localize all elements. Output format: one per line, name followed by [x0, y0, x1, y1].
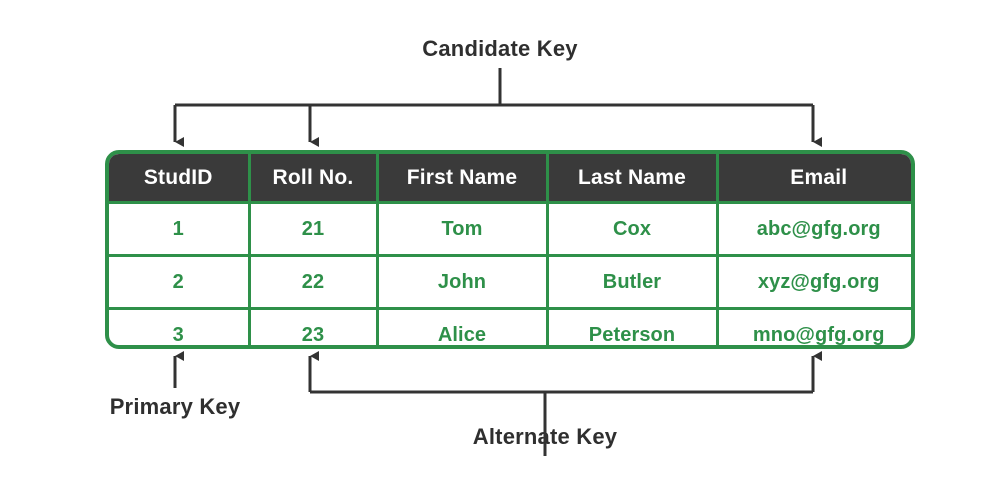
table-header: StudID Roll No. First Name Last Name Ema… [109, 154, 911, 204]
cell-studid: 1 [109, 202, 251, 257]
cell-first-name: Tom [377, 202, 549, 257]
table-row: 1 21 Tom Cox abc@gfg.org [109, 202, 911, 257]
cell-last-name: Butler [547, 255, 719, 310]
key-table: StudID Roll No. First Name Last Name Ema… [109, 154, 911, 346]
cell-last-name: Cox [547, 202, 719, 257]
cell-roll-no: 21 [249, 202, 379, 257]
cell-roll-no: 23 [249, 308, 379, 345]
column-header-last-name[interactable]: Last Name [547, 154, 719, 204]
column-header-email[interactable]: Email [717, 154, 911, 204]
alternate-key-label: Alternate Key [472, 424, 618, 449]
column-header-first-name[interactable]: First Name [377, 154, 549, 204]
cell-studid: 2 [109, 255, 251, 310]
cell-email: abc@gfg.org [717, 202, 911, 257]
cell-first-name: Alice [377, 308, 549, 345]
table-header-row: StudID Roll No. First Name Last Name Ema… [109, 154, 911, 204]
cell-email: xyz@gfg.org [717, 255, 911, 310]
cell-last-name: Peterson [547, 308, 719, 345]
student-relation-table: StudID Roll No. First Name Last Name Ema… [105, 150, 915, 349]
candidate-key-connector [173, 68, 822, 147]
cell-email: mno@gfg.org [752, 323, 885, 346]
column-header-roll-no[interactable]: Roll No. [249, 154, 379, 204]
column-header-studid[interactable]: StudID [109, 154, 251, 204]
candidate-key-label: Candidate Key [422, 36, 578, 61]
primary-key-label: Primary Key [109, 394, 241, 419]
cell-roll-no: 22 [249, 255, 379, 310]
table-row: 3 23 Alice Peterson mno@gfg.org [109, 308, 911, 346]
cell-studid: 3 [109, 308, 251, 345]
table-body: 1 21 Tom Cox abc@gfg.org 2 22 John Butle… [109, 202, 911, 346]
table-row: 2 22 John Butler xyz@gfg.org [109, 255, 911, 310]
cell-first-name: John [377, 255, 549, 310]
